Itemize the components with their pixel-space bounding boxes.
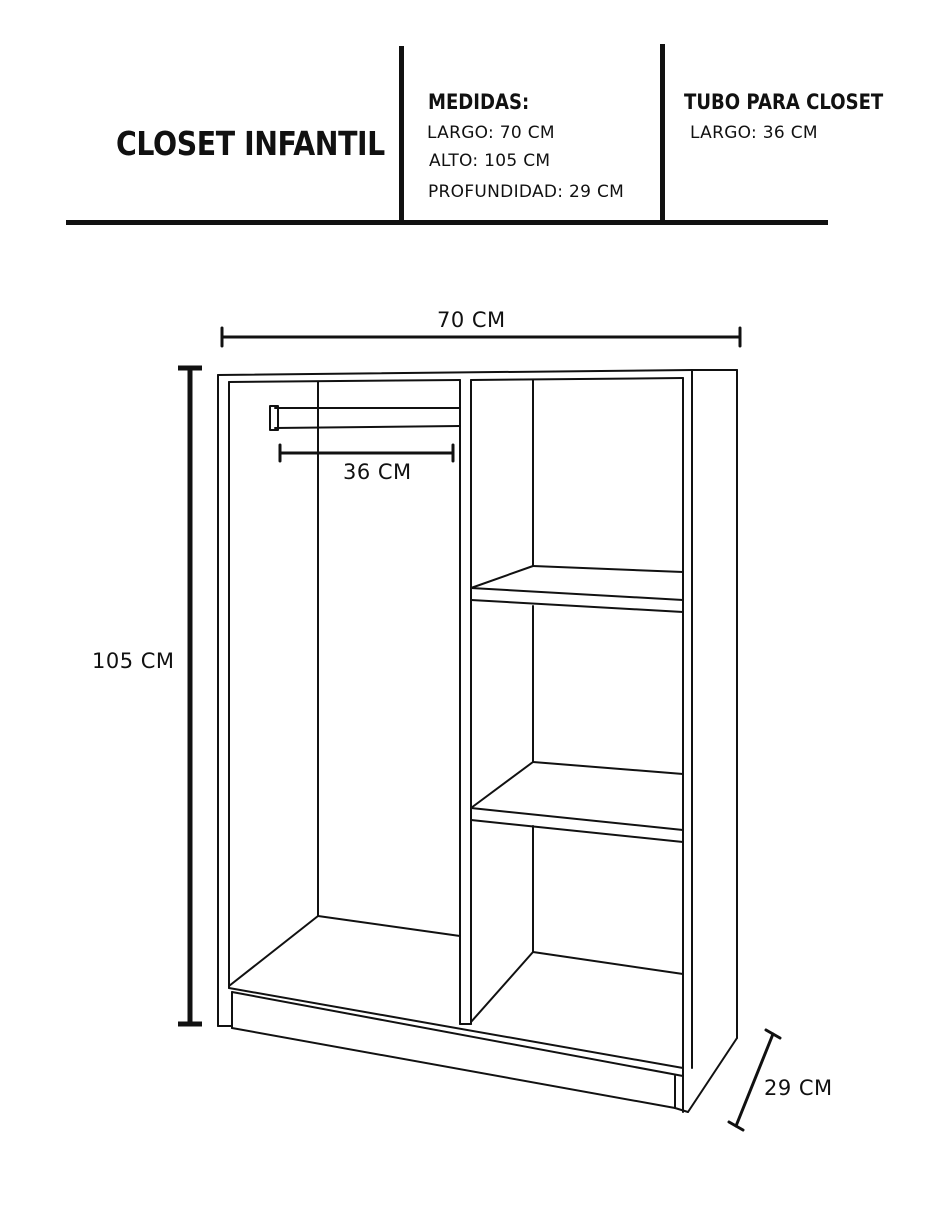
tube-dimension-line bbox=[278, 443, 455, 463]
medidas-profundidad: PROFUNDIDAD: 29 CM bbox=[428, 182, 625, 202]
medidas-alto: ALTO: 105 CM bbox=[429, 151, 551, 171]
tubo-heading: TUBO PARA CLOSET bbox=[684, 90, 884, 114]
closet-carcass bbox=[217, 369, 738, 1113]
center-divider bbox=[459, 379, 472, 1025]
depth-dimension-line bbox=[727, 1028, 782, 1132]
width-label: 70 CM bbox=[437, 308, 506, 332]
medidas-heading: MEDIDAS: bbox=[428, 90, 530, 114]
upper-shelf bbox=[470, 565, 684, 613]
tubo-largo: LARGO: 36 CM bbox=[690, 123, 818, 143]
medidas-largo: LARGO: 70 CM bbox=[427, 123, 555, 143]
header-divider-left bbox=[399, 46, 404, 223]
hanging-compartment bbox=[228, 381, 461, 987]
header-underline bbox=[66, 220, 828, 225]
width-dimension-line bbox=[220, 326, 742, 348]
tube-label: 36 CM bbox=[343, 460, 412, 484]
lower-shelf bbox=[470, 761, 684, 843]
closet-tube bbox=[269, 405, 461, 431]
header-divider-right bbox=[660, 44, 665, 223]
shelf-compartment bbox=[470, 379, 684, 1023]
depth-label: 29 CM bbox=[764, 1076, 833, 1100]
height-label: 105 CM bbox=[92, 649, 175, 673]
height-dimension-line bbox=[178, 365, 202, 1027]
page-title: CLOSET INFANTIL bbox=[116, 124, 385, 163]
